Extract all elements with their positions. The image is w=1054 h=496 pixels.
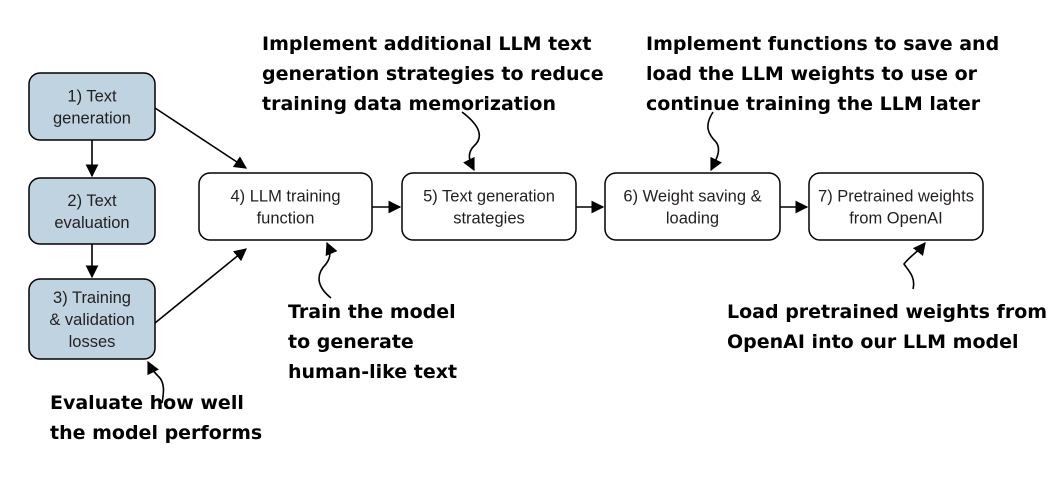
box-label-line: 3) Training xyxy=(53,289,131,307)
box-shape xyxy=(604,172,781,241)
annotations: Implement additional LLM text generation … xyxy=(50,33,1047,444)
pointer-load-pretrained-note xyxy=(903,241,926,290)
annotation-line: generation strategies to reduce xyxy=(262,63,604,85)
box-training-validation-losses: 3) Training & validation losses xyxy=(28,278,156,360)
box-shape xyxy=(28,278,156,360)
box-shape xyxy=(401,172,577,241)
box-shape xyxy=(28,177,156,245)
box-label-line: strategies xyxy=(453,210,525,228)
box-label-line: 1) Text xyxy=(67,88,117,106)
box-label-line: 6) Weight saving & xyxy=(623,188,761,206)
box-text-generation-strategies: 5) Text generation strategies xyxy=(401,172,577,241)
box-text-generation: 1) Text generation xyxy=(28,72,156,141)
annotation-line: training data memorization xyxy=(262,93,556,115)
annotation-strategies-note: Implement additional LLM text generation … xyxy=(262,33,604,115)
box-llm-training-function: 4) LLM training function xyxy=(198,172,373,241)
pointer-save-load-note xyxy=(707,111,722,172)
annotation-evaluate-note: Evaluate how well the model performs xyxy=(50,392,262,444)
box-label-line: 7) Pretrained weights xyxy=(818,188,974,206)
box-shape xyxy=(28,72,156,141)
boxes: 1) Text generation 2) Text evaluation 3) Tra… xyxy=(28,72,984,360)
annotation-line: Implement additional LLM text xyxy=(262,33,591,55)
pointer-strategies-note xyxy=(461,111,481,172)
arrow-3-to-4 xyxy=(154,248,247,324)
annotation-line: Train the model xyxy=(288,301,456,323)
annotation-line: to generate xyxy=(288,331,414,353)
annotation-line: OpenAI into our LLM model xyxy=(727,331,1019,353)
box-label-line: losses xyxy=(69,333,116,351)
annotation-line: the model performs xyxy=(50,422,262,444)
box-label-line: 2) Text xyxy=(67,192,117,210)
pointer-evaluate-note xyxy=(147,360,165,404)
annotation-train-note: Train the model to generate human-like tex… xyxy=(288,301,457,383)
box-label-line: 4) LLM training xyxy=(230,188,340,206)
annotation-line: continue training the LLM later xyxy=(646,93,981,115)
arrow-1-to-4 xyxy=(154,107,248,169)
annotation-line: load the LLM weights to use or xyxy=(646,63,978,85)
annotation-line: Implement functions to save and xyxy=(646,33,999,55)
box-pretrained-weights-openai: 7) Pretrained weights from OpenAI xyxy=(808,172,984,241)
box-label-line: evaluation xyxy=(54,214,129,232)
pointer-train-note xyxy=(318,241,338,299)
connectors xyxy=(85,107,926,404)
annotation-line: human-like text xyxy=(288,361,457,383)
box-label-line: generation xyxy=(53,110,131,128)
box-weight-saving-loading: 6) Weight saving & loading xyxy=(604,172,781,241)
box-label-line: from OpenAI xyxy=(849,210,943,228)
box-shape xyxy=(198,172,373,241)
box-label-line: 5) Text generation xyxy=(423,188,555,206)
box-text-evaluation: 2) Text evaluation xyxy=(28,177,156,245)
box-label-line: function xyxy=(257,210,315,228)
box-label-line: & validation xyxy=(49,311,134,329)
annotation-save-load-note: Implement functions to save and load the … xyxy=(646,33,999,115)
annotation-line: Load pretrained weights from xyxy=(727,301,1047,323)
box-shape xyxy=(808,172,984,241)
box-label-line: loading xyxy=(666,210,719,228)
annotation-line: Evaluate how well xyxy=(50,392,244,414)
